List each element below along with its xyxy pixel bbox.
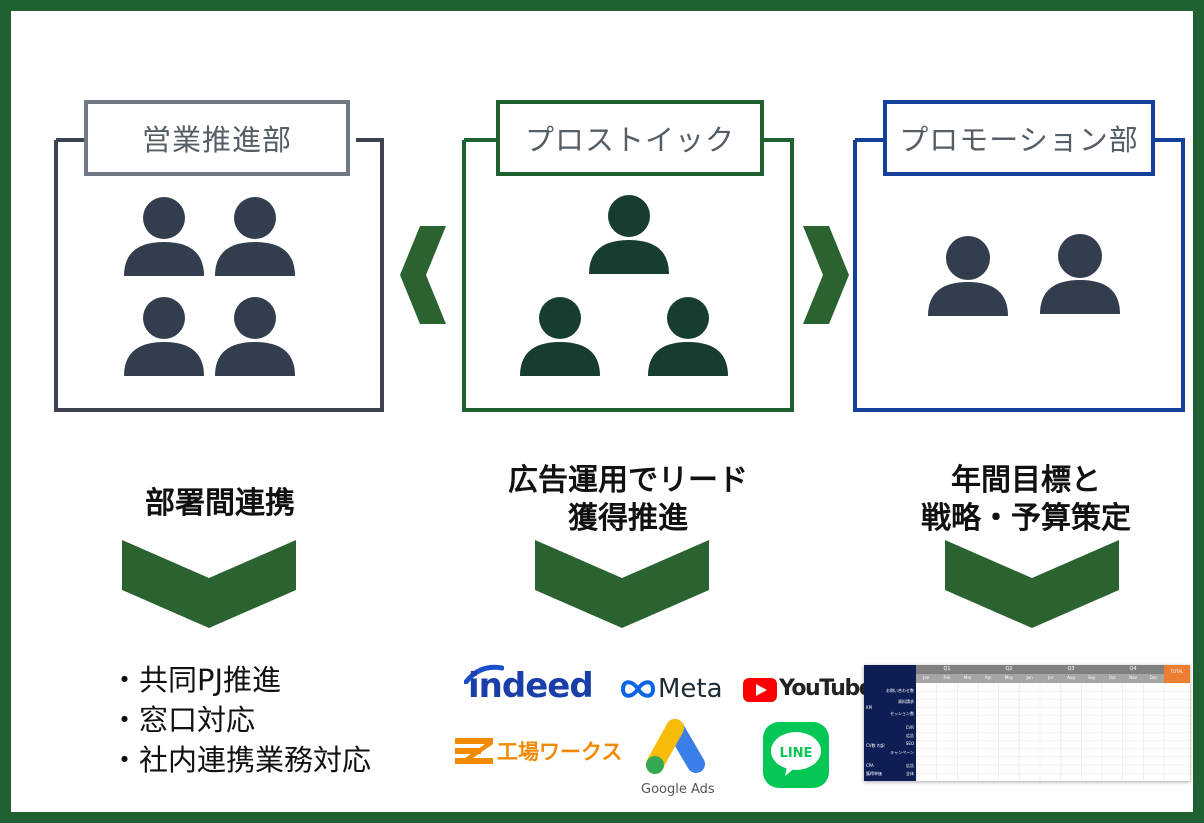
- table-month-label: Dec: [1149, 675, 1158, 680]
- bullet-item: ・窓口対応: [110, 703, 256, 737]
- indeed-logo-text: indeed: [468, 666, 594, 706]
- bullet-item: ・共同PJ推進: [110, 663, 282, 697]
- table-month-label: Apr: [984, 675, 992, 680]
- google-ads-icon: [646, 719, 705, 774]
- promo-department: プロモーション部: [853, 100, 1185, 412]
- table-quarter-label: Q2: [1005, 666, 1013, 672]
- sales-task-title-text: 部署間連携: [145, 486, 295, 521]
- promo-people-group: [928, 234, 1120, 316]
- kojo-works-logo: 工場ワークス: [455, 736, 622, 766]
- center-box-outline: [462, 138, 794, 412]
- table-quarter-label: Q3: [1067, 666, 1075, 672]
- sales-people-group: [124, 197, 295, 376]
- table-row-label: CVR: [905, 725, 914, 730]
- table-row-label: SEO: [905, 741, 914, 746]
- table-row-label: 資料請求: [898, 699, 914, 704]
- google-ads-logo-text: Google Ads: [641, 782, 715, 797]
- sales-task-title: 部署間連携: [60, 485, 380, 523]
- table-month-label: Nov: [1129, 675, 1137, 680]
- table-row-label: 広告: [906, 733, 914, 738]
- indeed-arc-icon: [464, 664, 504, 684]
- center-task-title-line2: 獲得推進: [568, 501, 688, 536]
- table-total-header: [1164, 665, 1190, 683]
- person-icon: [124, 197, 204, 276]
- table-month-label: Oct: [1108, 675, 1116, 680]
- table-month-header: [916, 674, 1164, 683]
- table-month-label: May: [1004, 675, 1014, 680]
- promo-task-title: 年間目標と 戦略・予算策定: [866, 462, 1186, 538]
- person-icon: [928, 236, 1008, 316]
- kojo-works-logo-text: 工場ワークス: [497, 740, 623, 764]
- promo-task-title-line1: 年間目標と: [951, 463, 1101, 498]
- sales-down-chevron-icon: [122, 540, 296, 628]
- google-ads-logo: Google Ads: [638, 718, 718, 800]
- center-task-title-line1: 広告運用でリード: [508, 463, 748, 498]
- line-logo-text: LINE: [779, 746, 813, 761]
- center-down-chevron-icon: [535, 540, 709, 628]
- promo-down-chevron-icon: [945, 540, 1119, 628]
- table-row-header-column: [864, 665, 916, 781]
- chevron-right-icon: [803, 226, 849, 324]
- table-row-label: お問い合わせ数: [886, 688, 914, 693]
- table-month-label: Mar: [963, 675, 972, 680]
- table-month-label: Jun: [1026, 675, 1033, 680]
- meta-infinity-icon: [620, 680, 656, 698]
- table-grid: [916, 683, 1190, 781]
- person-icon: [124, 297, 204, 376]
- promo-task-title-line2: 戦略・予算策定: [921, 501, 1131, 536]
- table-quarter-label: Q4: [1129, 666, 1137, 672]
- table-row-label: 全体: [906, 771, 914, 776]
- youtube-logo: YouTube: [743, 675, 874, 707]
- person-icon: [520, 297, 600, 376]
- table-month-label: Aug: [1067, 675, 1075, 680]
- center-department: プロストイック: [462, 100, 794, 412]
- table-quarter-header: [916, 665, 1164, 674]
- table-month-label: Jul: [1047, 675, 1053, 680]
- table-group-label: KPI: [866, 705, 873, 710]
- bullet-item: ・社内連携業務対応: [110, 743, 372, 777]
- meta-logo: Meta: [620, 672, 735, 708]
- youtube-play-icon: [743, 678, 777, 702]
- table-month-label: Sep: [1087, 675, 1096, 680]
- promo-department-label: プロモーション部: [883, 100, 1155, 176]
- table-month-label: Feb: [943, 675, 951, 680]
- person-icon: [215, 197, 295, 276]
- person-icon: [1040, 234, 1120, 314]
- sales-box-outline: [54, 138, 384, 412]
- table-total-label: TOTAL: [1170, 669, 1184, 674]
- center-people-group: [520, 195, 728, 376]
- sales-department-label: 営業推進部: [84, 100, 350, 176]
- table-row-label: 広告: [906, 763, 914, 768]
- table-row-label: キャンペーン: [890, 750, 914, 755]
- table-row-label: セッション数: [890, 711, 914, 716]
- center-department-label: プロストイック: [496, 100, 764, 176]
- table-quarter-label: Q1: [943, 666, 951, 672]
- chevron-left-icon: [400, 226, 446, 324]
- center-task-title: 広告運用でリード 獲得推進: [462, 462, 794, 538]
- kojo-works-icon: [455, 738, 493, 764]
- table-group-label: CV数 内訳: [866, 743, 885, 748]
- youtube-logo-text: YouTube: [779, 676, 874, 701]
- person-icon: [589, 195, 669, 274]
- line-bubble-icon: [771, 732, 821, 776]
- line-logo: LINE: [763, 722, 829, 788]
- table-month-label: Jan: [923, 675, 930, 680]
- sales-department: 営業推進部: [54, 100, 384, 412]
- promo-box-outline: [853, 138, 1185, 412]
- table-row-header-sub-column: [864, 665, 916, 683]
- table-group-label: CPA: [866, 763, 874, 768]
- person-icon: [215, 297, 295, 376]
- indeed-logo: indeed: [462, 660, 602, 710]
- table-group-label: 獲得単価: [866, 771, 882, 776]
- sales-bullet-list: ・共同PJ推進 ・窓口対応 ・社内連携業務対応: [110, 660, 371, 780]
- person-icon: [648, 297, 728, 376]
- meta-logo-text: Meta: [658, 674, 723, 704]
